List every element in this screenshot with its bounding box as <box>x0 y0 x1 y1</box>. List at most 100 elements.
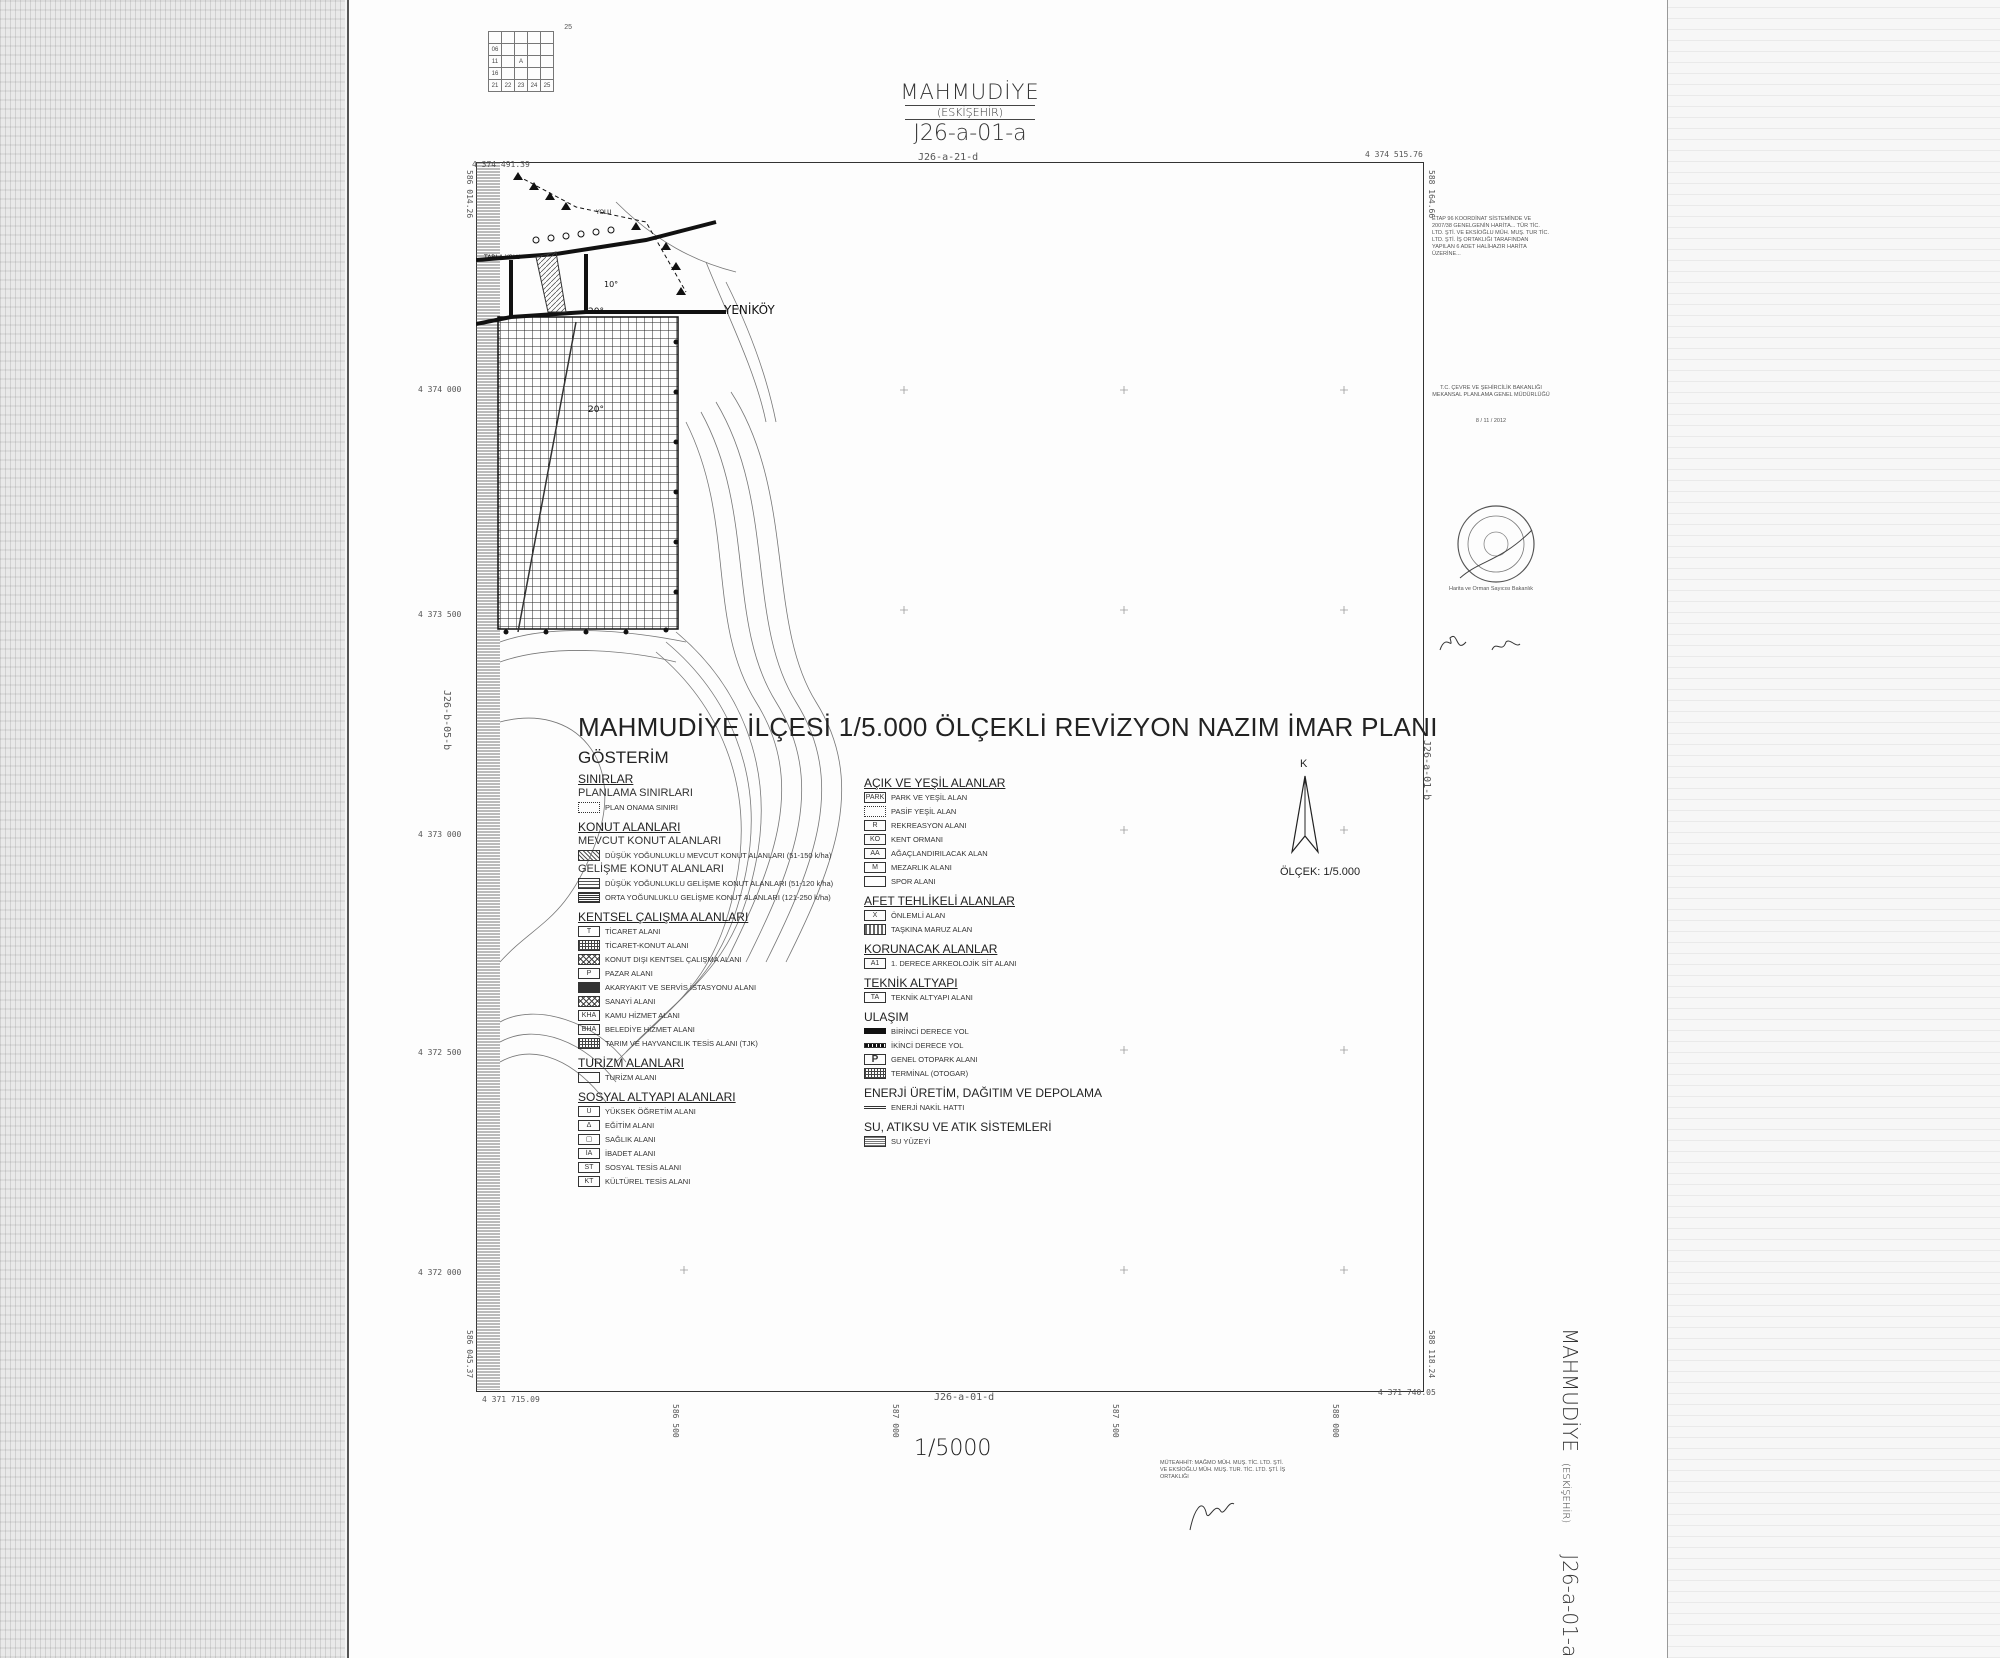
sheet-scale-text: 1/5000 <box>914 1436 992 1461</box>
legend-section-title: SU, ATIKSU VE ATIK SİSTEMLERİ <box>864 1120 1052 1134</box>
index-grid-cell: 25 <box>540 79 554 92</box>
contour-lines <box>499 201 842 1103</box>
legend-item-label: 1. DERECE ARKEOLOJİK SİT ALANI <box>891 958 1017 968</box>
northing-label: 4 373 500 <box>418 610 462 619</box>
index-grid-cell <box>501 55 515 68</box>
neighbor-bottom: J26-a-01-d <box>934 1392 995 1403</box>
easting-label: 587 500 <box>1111 1404 1120 1438</box>
legend-item-label: PLAN ONAMA SINIRI <box>605 802 678 812</box>
legend-item: İKİNCİ DERECE YOL <box>864 1038 1144 1052</box>
coord-bottom-left: 4 371 715.09 <box>482 1395 540 1404</box>
legend-symbol-icon: Ü <box>578 1105 600 1117</box>
road-label-yolu: YOLU <box>595 209 612 216</box>
legend-symbol-icon: X <box>864 909 886 921</box>
legend-item: SPOR ALANI <box>864 874 1144 888</box>
sheet-header: MAHMUDİYE (ESKİŞEHİR) J26-a-01-a <box>820 80 1120 146</box>
legend-symbol-icon: PARK <box>864 791 886 803</box>
index-grid-cell <box>514 31 528 44</box>
legend-symbol-icon: T <box>578 925 600 937</box>
legend-symbol-icon: P <box>578 967 600 979</box>
legend-section-title: KENTSEL ÇALIŞMA ALANLARI <box>578 910 749 924</box>
index-grid-cell <box>540 55 554 68</box>
legend-item: ▢SAĞLIK ALANI <box>578 1132 878 1146</box>
circles-row <box>532 226 615 244</box>
index-grid-cell: 21 <box>488 79 502 92</box>
legend-item: GELİŞME KONUT ALANLARI <box>578 862 878 876</box>
index-grid-cell <box>527 31 541 44</box>
index-grid-cell <box>488 31 502 44</box>
legend-item-label: TURİZM ALANI <box>605 1072 657 1082</box>
legend-item-label: SPOR ALANI <box>891 876 936 886</box>
scale-label: ÖLÇEK: 1/5.000 <box>1280 866 1361 878</box>
legend-symbol-icon <box>864 1042 886 1048</box>
sheet-number: J26-a-01-a <box>913 121 1027 146</box>
legend-section-title: TEKNİK ALTYAPI <box>864 976 958 990</box>
index-grid-cell <box>527 43 541 56</box>
legend-symbol-icon: R <box>864 819 886 831</box>
legend-section-title: TURİZM ALANLARI <box>578 1056 685 1070</box>
index-grid-cell: 23 <box>514 79 528 92</box>
index-grid-cell <box>540 31 554 44</box>
index-grid-cell: 24 <box>527 79 541 92</box>
side-title-place: MAHMUDİYE <box>1558 1328 1582 1453</box>
legend-symbol-icon <box>578 1037 600 1049</box>
density-label-2: 10° <box>604 280 618 289</box>
legend-section-title: SINIRLAR <box>578 772 634 786</box>
legend-symbol-icon <box>578 877 600 889</box>
legend-item-label: KONUT DIŞI KENTSEL ÇALIŞMA ALANI <box>605 954 742 964</box>
legend-item-label: PASİF YEŞİL ALAN <box>891 806 957 816</box>
legend-section-title: ULAŞIM <box>864 1010 909 1024</box>
legend-item-label: SANAYİ ALANI <box>605 996 656 1006</box>
density-label-1: 20° <box>588 405 604 415</box>
legend-item-label: TAŞKINA MARUZ ALAN <box>891 924 973 934</box>
legend-symbol-icon: İA <box>578 1147 600 1159</box>
legend-section-title: KONUT ALANLARI <box>578 820 681 834</box>
index-grid-cell <box>540 43 554 56</box>
legend-item-label: AĞAÇLANDIRILACAK ALAN <box>891 848 988 858</box>
legend-symbol-icon <box>578 981 600 993</box>
coord-right-top-vertical: 588 164.66 <box>1427 170 1436 219</box>
legend-symbol-icon: M <box>864 861 886 873</box>
legend-section-title: AÇIK VE YEŞİL ALANLAR <box>864 776 1006 790</box>
official-seal-icon <box>1457 505 1535 583</box>
legend-item-label: SAĞLIK ALANI <box>605 1134 656 1144</box>
northing-label: 4 372 500 <box>418 1048 462 1057</box>
legend-item-label: REKREASYON ALANI <box>891 820 967 830</box>
index-grid-cell <box>514 43 528 56</box>
legend-item: TAŞKINA MARUZ ALAN <box>864 922 1144 936</box>
legend-item-label: SOSYAL TESİS ALANI <box>605 1162 682 1172</box>
legend-item-label: GENEL OTOPARK ALANI <box>891 1054 978 1064</box>
development-area <box>497 316 679 630</box>
legend-item: DÜŞÜK YOĞUNLUKLU GELİŞME KONUT ALANLARI … <box>578 876 878 890</box>
legend-item-label: DÜŞÜK YOĞUNLUKLU MEVCUT KONUT ALANLARI (… <box>605 850 832 860</box>
legend-symbol-icon <box>864 1067 886 1079</box>
map-drawing: YENİKÖY TARLA YOLU YOLU 20° 10° 20° <box>476 162 1348 1390</box>
legend-item-label: ENERJİ NAKİL HATTI <box>891 1102 965 1112</box>
legend-item: PLANLAMA SINIRLARI <box>578 786 878 800</box>
legend-symbol-icon <box>578 995 600 1007</box>
legend-item-label: TERMİNAL (OTOGAR) <box>891 1068 969 1078</box>
legend-symbol-icon <box>578 1071 600 1083</box>
coord-left-bottom-vertical: 586 045.37 <box>465 1330 474 1379</box>
legend-symbol-icon <box>578 849 600 861</box>
easting-label: 586 500 <box>671 1404 680 1438</box>
legend-item-label: EĞİTİM ALANI <box>605 1120 655 1130</box>
legend-symbol-icon: ST <box>578 1161 600 1173</box>
plan-approval-line <box>517 175 687 293</box>
legend-item-label: BELEDİYE HİZMET ALANI <box>605 1024 695 1034</box>
index-grid-cell <box>501 67 515 80</box>
legend-item-label: PLANLAMA SINIRLARI <box>578 787 693 799</box>
legend-item-label: TARIM VE HAYVANCILIK TESİS ALANI (TJK) <box>605 1038 758 1048</box>
stamp-date: 8 / 11 / 2012 <box>1475 418 1507 424</box>
